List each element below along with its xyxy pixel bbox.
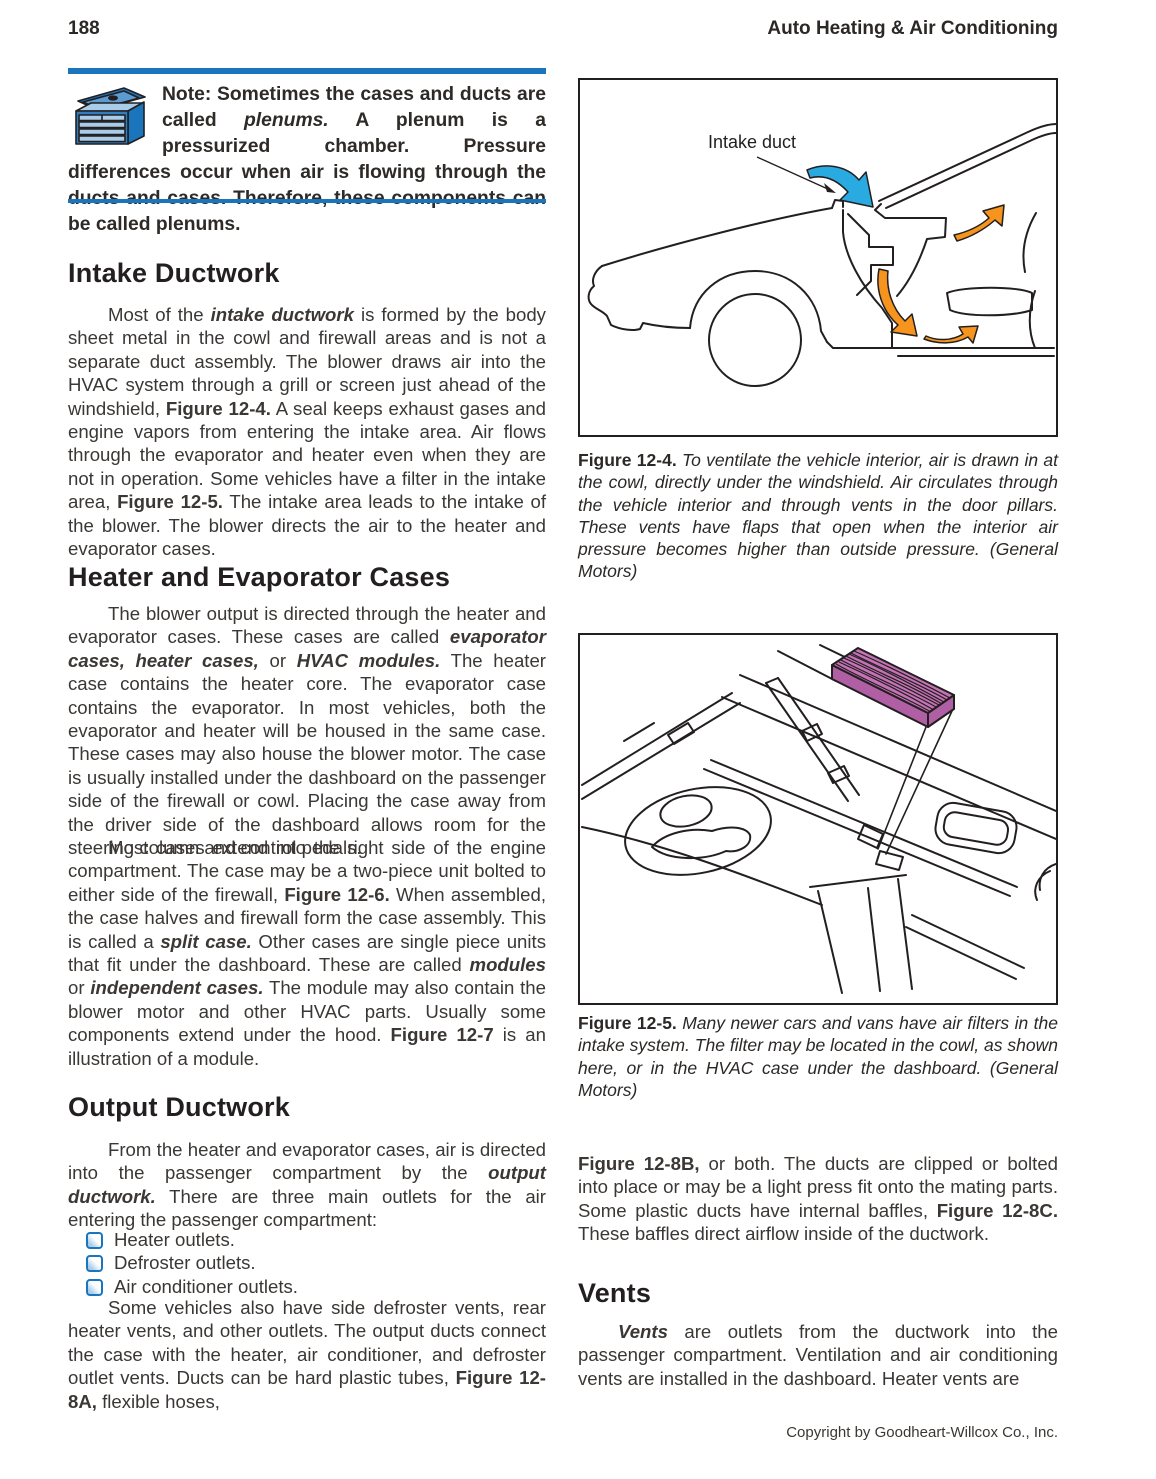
list-item: Defroster outlets.: [68, 1251, 546, 1274]
section-heading-vents: Vents: [578, 1278, 652, 1308]
heater-cases-paragraph-2: Most cases extend into the right side of…: [68, 837, 546, 1069]
intake-ductwork-paragraph: Most of the intake ductwork is formed by…: [68, 304, 547, 560]
car-airflow-illustration: [587, 123, 1056, 387]
note-rule-bottom: [68, 199, 546, 203]
filter-pleats: [835, 650, 951, 713]
door-pillar-line: [1022, 212, 1037, 273]
figure-12-4-caption: Figure 12-4. To ventilate the vehicle in…: [578, 450, 1058, 582]
list-item: Heater outlets.: [68, 1228, 546, 1251]
interior-airflow-arrow-icon: [923, 325, 979, 344]
heater-cases-paragraph-1: The blower output is directed through th…: [68, 603, 547, 859]
outlet-bullet-list: Heater outlets. Defroster outlets. Air c…: [68, 1228, 546, 1298]
interior-airflow-arrow-icon: [877, 268, 918, 337]
hood-line: [601, 207, 833, 267]
section-heading-heater-evaporator-cases: Heater and Evaporator Cases: [68, 562, 451, 592]
intake-airflow-arrow-icon: [806, 165, 874, 208]
wiper-arm: [765, 677, 779, 684]
list-item-label: Defroster outlets.: [114, 1252, 256, 1274]
windshield-line: [878, 123, 1056, 202]
list-item-label: Air conditioner outlets.: [114, 1275, 298, 1297]
section-heading-output-ductwork: Output Ductwork: [68, 1092, 290, 1122]
leader-arrow-icon: [756, 156, 836, 193]
firewall-line: [842, 209, 893, 349]
intake-duct-label: Intake duct: [708, 132, 797, 152]
figure-12-4: Intake duct: [578, 78, 1058, 437]
right-column: Intake duct Figure 12-4. To ventilate th…: [578, 0, 1058, 1479]
vents-paragraph: Vents are outlets from the ductwork into…: [578, 1321, 1058, 1389]
vent-opening: [934, 801, 1018, 855]
section-heading-intake-ductwork: Intake Ductwork: [68, 258, 280, 288]
output-ductwork-paragraph-2: Some vehicles also have side defroster v…: [68, 1297, 547, 1412]
bullet-square-icon: [86, 1278, 103, 1296]
copyright-footer: Copyright by Goodheart-Willcox Co., Inc.: [786, 1424, 1058, 1441]
bullet-square-icon: [86, 1232, 103, 1249]
continuation-paragraph: Figure 12-8B, or both. The ducts are cli…: [578, 1153, 1058, 1245]
bullet-square-icon: [86, 1255, 103, 1273]
note-rule-top: [68, 68, 546, 74]
running-head: Auto Heating & Air Conditioning: [767, 18, 1058, 39]
figure-12-5: [578, 633, 1058, 1005]
note-box: Note: Sometimes the cases and ducts are …: [68, 82, 546, 238]
interior-airflow-arrow-icon: [953, 204, 1005, 242]
front-wheel: [708, 293, 802, 387]
page-number: 188: [68, 18, 100, 39]
list-item-label: Heater outlets.: [114, 1229, 235, 1250]
figure-12-5-caption: Figure 12-5. Many newer cars and vans ha…: [578, 1013, 1058, 1100]
list-item: Air conditioner outlets.: [68, 1275, 546, 1298]
note-text: Note: Sometimes the cases and ducts are …: [68, 84, 546, 235]
output-ductwork-paragraph-1: From the heater and evaporator cases, ai…: [68, 1139, 546, 1231]
left-column: Note: Sometimes the cases and ducts are …: [68, 0, 546, 1479]
toolbox-icon: [68, 82, 162, 154]
cowl-air-filter-illustration: [581, 644, 1056, 994]
cowl-well: [624, 786, 772, 876]
